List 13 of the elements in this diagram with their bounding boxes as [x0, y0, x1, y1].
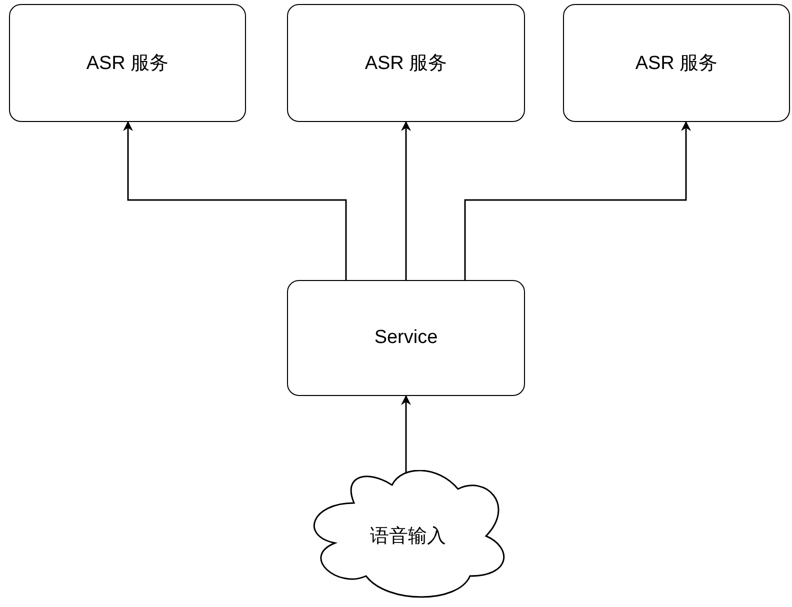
process-box — [563, 4, 790, 122]
arrow — [401, 121, 411, 280]
process-box — [9, 4, 246, 122]
process-box — [287, 280, 525, 396]
arrow — [123, 121, 347, 280]
node-label: 语音输入 — [370, 525, 446, 549]
arrow — [464, 121, 691, 280]
node-label: Service — [374, 327, 438, 349]
node-label: ASR 服务 — [86, 52, 169, 76]
process-box — [287, 4, 525, 122]
node-label: ASR 服务 — [364, 52, 448, 76]
node-label: ASR 服务 — [635, 52, 718, 76]
arrow — [401, 395, 411, 473]
